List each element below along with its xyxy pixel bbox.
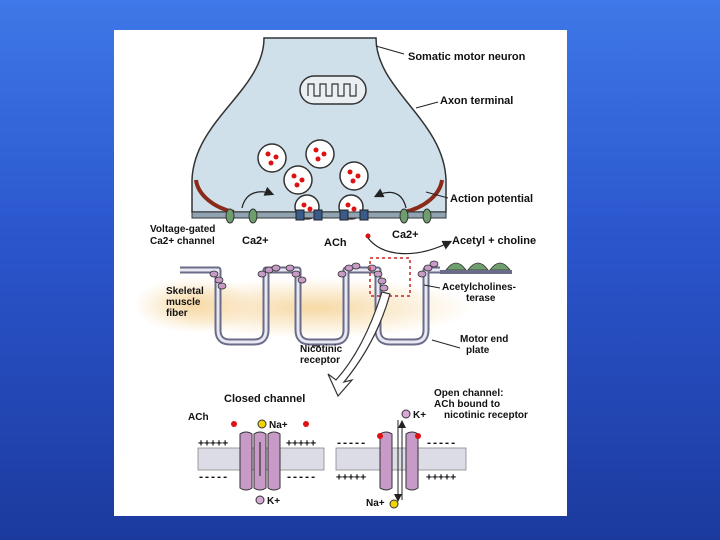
label-na-open: Na+ (366, 498, 385, 509)
label-k-open: K+ (413, 410, 426, 421)
sign-plus-left: +++++ (198, 438, 228, 449)
ca-influx-arrow-left (241, 186, 275, 209)
presynaptic-membrane (191, 208, 447, 239)
label-muscle: muscle (166, 297, 201, 308)
mitochondrion (299, 75, 367, 105)
ach-molecule (377, 433, 383, 439)
label-acetyl-choline: Acetyl + choline (452, 235, 536, 247)
leader-line (425, 191, 449, 199)
label-nicotinic-receptor: nicotinic receptor (444, 410, 528, 421)
label-receptor: receptor (300, 355, 340, 366)
sign-minus-left: ----- (198, 472, 228, 483)
sodium-ion (257, 419, 267, 429)
label-na-closed: Na+ (269, 420, 288, 431)
label-ach-bound: ACh bound to (434, 399, 500, 410)
label-open-channel: Open channel: (434, 388, 503, 399)
sign-plus-right: +++++ (286, 438, 316, 449)
synaptic-vesicles (257, 139, 369, 220)
leader-line (375, 45, 405, 55)
membrane-bilayer (335, 447, 467, 471)
leader-line (431, 339, 461, 349)
neuromuscular-junction-diagram: Somatic motor neuron Axon terminal Actio… (134, 37, 536, 509)
sign-minus-right: ----- (286, 472, 316, 483)
vesicle (305, 139, 335, 169)
zoom-arrow (327, 291, 391, 398)
label-action-potential: Action potential (450, 193, 533, 205)
sign-plus-right: +++++ (426, 472, 456, 483)
ach-molecule (231, 421, 237, 427)
receptor-subunit (379, 431, 393, 491)
label-ca-left: Ca2+ (242, 235, 269, 247)
ach-molecule (415, 433, 421, 439)
label-terase: terase (466, 293, 496, 304)
label-fiber: fiber (166, 308, 188, 319)
hydrolysis-arrow (367, 237, 453, 255)
label-ach-top: ACh (324, 237, 347, 249)
ach-molecule (303, 421, 309, 427)
label-nicotinic: Nicotinic (300, 344, 343, 355)
potassium-ion (255, 495, 265, 505)
sodium-ion (389, 499, 399, 509)
label-motor-end: Motor end (460, 334, 508, 345)
label-ach-closed: ACh (188, 412, 209, 423)
closed-channel-panel: Closed channel ACh Na+ +++++ +++++ -----… (188, 393, 325, 507)
sign-minus-left: ----- (336, 438, 366, 449)
label-k-closed: K+ (267, 496, 280, 507)
leader-line (423, 284, 441, 289)
vesicle (283, 165, 313, 195)
vesicle (257, 143, 287, 173)
receptor-subunit (239, 431, 253, 491)
sign-plus-left: +++++ (336, 472, 366, 483)
receptor-subunit (405, 431, 419, 491)
muscle-fiber (134, 260, 512, 346)
label-axon-terminal: Axon terminal (440, 95, 513, 107)
sign-minus-right: ----- (426, 438, 456, 449)
label-ca-channel: Ca2+ channel (150, 236, 215, 247)
label-skeletal: Skeletal (166, 286, 204, 297)
label-somatic-motor-neuron: Somatic motor neuron (408, 51, 526, 63)
label-voltage-gated: Voltage-gated (150, 224, 215, 235)
label-ca-right: Ca2+ (392, 229, 419, 241)
diagram-panel: Somatic motor neuron Axon terminal Actio… (114, 30, 567, 516)
label-acetylcholinesterase: Acetylcholines- (442, 282, 516, 293)
vesicle (339, 161, 369, 191)
leader-line (415, 101, 439, 109)
label-closed-channel: Closed channel (224, 393, 305, 405)
axon-terminal-shape (191, 37, 447, 214)
receptor-subunit (267, 431, 281, 491)
ca-influx-arrow-right (373, 188, 407, 209)
label-plate: plate (466, 345, 490, 356)
potassium-ion (401, 409, 411, 419)
open-channel-panel: Open channel: ACh bound to nicotinic rec… (335, 388, 528, 509)
